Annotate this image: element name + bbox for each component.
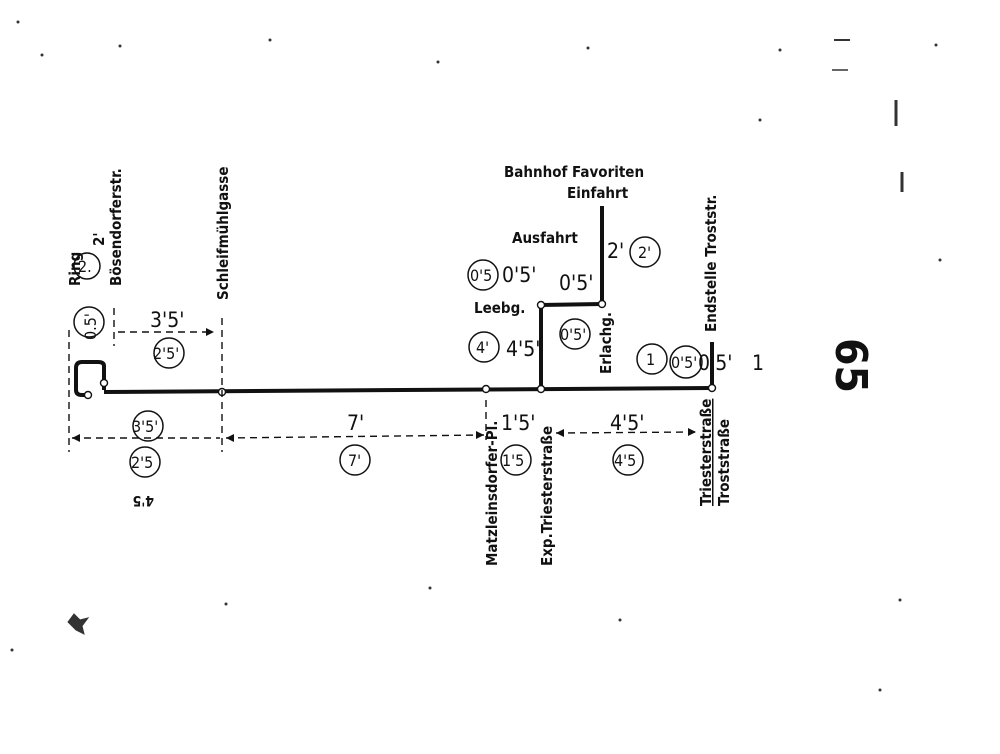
time-05-end-circle: 0'5' <box>671 353 697 372</box>
stop-labels: Ring Bösendorferstr. Schleifmühlgasse Ma… <box>66 167 733 566</box>
stop-label-exp-triesterstrasse: Exp.Triesterstraße <box>538 426 556 566</box>
stop-markers <box>83 299 717 400</box>
time-05: 0'5' <box>502 263 536 287</box>
label-einfahrt: Einfahrt <box>567 184 629 202</box>
time-7: 7' <box>347 411 364 435</box>
time-05-mid: 0'5' <box>559 271 593 295</box>
time-25-bottom-circle: 2'5 <box>131 453 153 472</box>
time-4-circle: 4' <box>476 338 489 357</box>
time-05-end: 0'5' <box>698 351 732 375</box>
time-45-right-circle: 4'5 <box>614 451 636 470</box>
section-dimension-lines <box>68 308 697 452</box>
time-values: 2. 2' 0.5' 3'5' 2'5' 3'5' 2'5 4'5 7' 7' … <box>73 232 764 508</box>
time-35-bottom-circle: 3'5' <box>132 417 158 436</box>
horizontal-labels: Bahnhof Favoriten Einfahrt Ausfahrt Leeb… <box>474 163 644 317</box>
time-2-circle: 2' <box>638 243 651 262</box>
stop-label-schleifmuehlgasse: Schleifmühlgasse <box>214 167 232 300</box>
time-ring-circle: 2. <box>78 257 92 276</box>
time-1-end: 1 <box>752 351 764 375</box>
stop-label-boesendorfer: Bösendorferstr. <box>107 168 125 286</box>
time-45-note: 4'5 <box>133 492 154 508</box>
stop-label-troststrasse: Troststraße <box>715 419 733 506</box>
stop-label-matzleinsdorfer: Matzleinsdorfer-Pl. <box>483 421 501 566</box>
time-ring-mark: 2' <box>90 232 108 246</box>
time-ring-boesendorfer: 0.5' <box>81 313 100 340</box>
route-line <box>74 206 714 397</box>
label-bahnhof-favoriten: Bahnhof Favoriten <box>504 163 644 181</box>
time-05-erlach-circle: 0'5' <box>560 325 586 344</box>
time-35-top: 3'5' <box>150 308 184 332</box>
time-05-circle: 0'5 <box>470 266 492 285</box>
time-45-right: 4'5' <box>610 411 644 435</box>
time-15-circle: 1'5 <box>502 451 524 470</box>
stop-label-triesterstrasse: Triesterstraße <box>697 399 715 506</box>
time-45: 4'5' <box>506 337 540 361</box>
time-25-top-circle: 2'5' <box>153 344 179 363</box>
stop-label-endstelle-troststrasse: Endstelle Troststr. <box>702 195 720 332</box>
time-1-circle: 1 <box>646 350 655 369</box>
stop-label-erlachgasse: Erlachg. <box>597 312 615 374</box>
scan-marks <box>10 20 942 692</box>
label-ausfahrt: Ausfahrt <box>512 229 578 247</box>
line-number: 65 <box>825 338 876 393</box>
label-leebgasse: Leebg. <box>474 299 525 317</box>
time-7-circle: 7' <box>348 451 361 470</box>
time-2: 2' <box>607 239 624 263</box>
time-15: 1'5' <box>501 411 535 435</box>
